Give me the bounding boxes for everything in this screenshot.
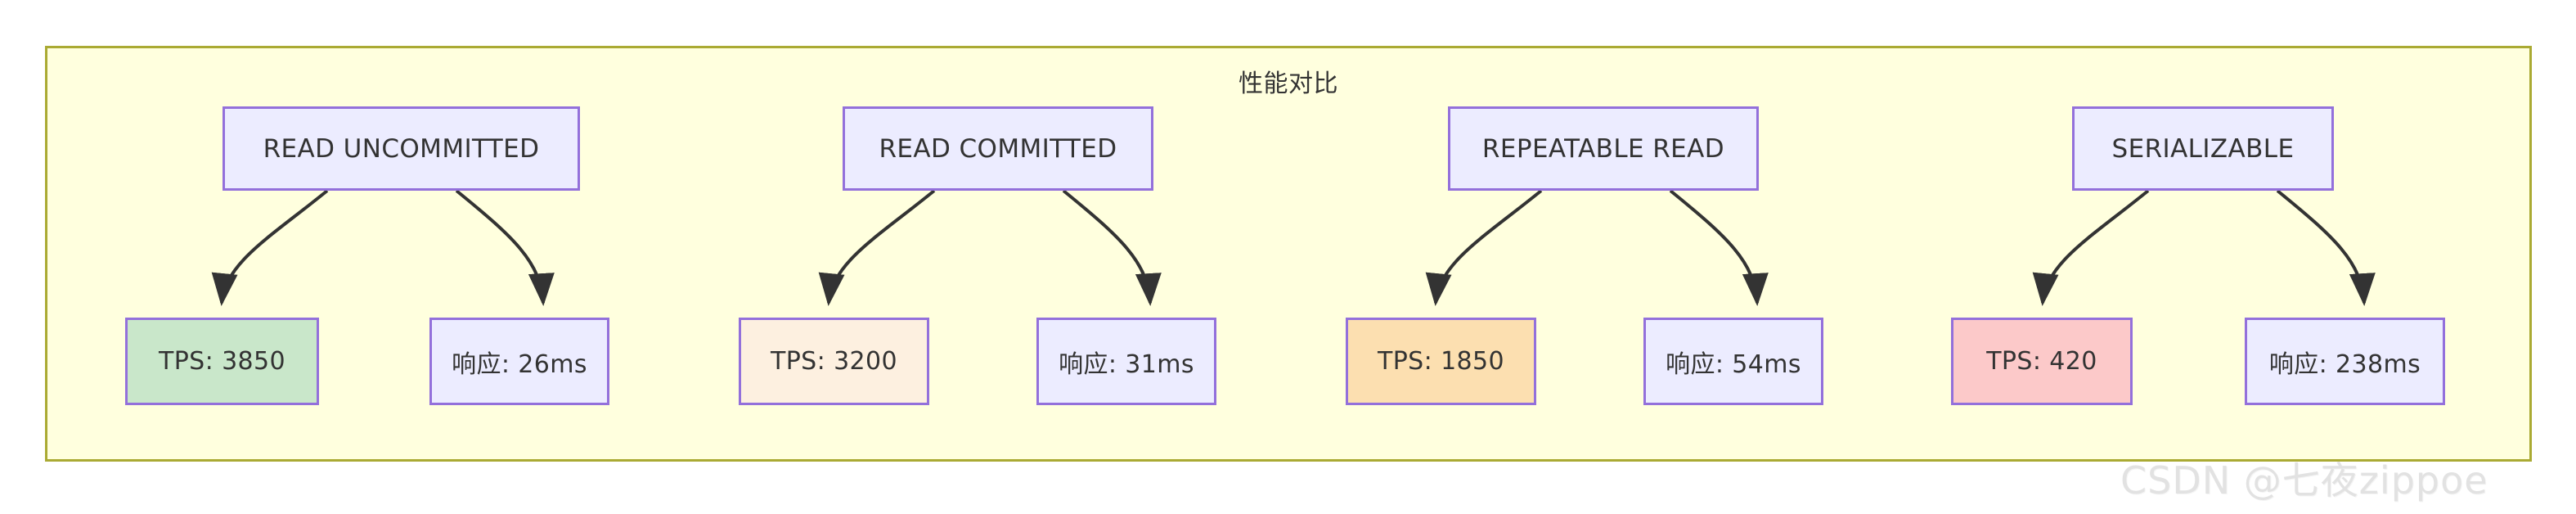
node-read-uncommitted-latency[interactable]: 响应: 26ms — [429, 318, 609, 405]
node-read-uncommitted-tps[interactable]: TPS: 3850 — [125, 318, 319, 405]
node-read-committed[interactable]: READ COMMITTED — [843, 106, 1153, 191]
node-serializable-tps[interactable]: TPS: 420 — [1951, 318, 2133, 405]
node-repeatable-read-latency[interactable]: 响应: 54ms — [1643, 318, 1823, 405]
node-serializable[interactable]: SERIALIZABLE — [2072, 106, 2334, 191]
node-read-committed-tps[interactable]: TPS: 3200 — [739, 318, 929, 405]
node-read-uncommitted[interactable]: READ UNCOMMITTED — [223, 106, 580, 191]
watermark: CSDN @七夜zippoe — [2120, 458, 2488, 503]
subgraph-title: 性能对比 — [1239, 70, 1338, 98]
node-repeatable-read-tps[interactable]: TPS: 1850 — [1346, 318, 1536, 405]
node-serializable-latency[interactable]: 响应: 238ms — [2245, 318, 2445, 405]
node-read-committed-latency[interactable]: 响应: 31ms — [1036, 318, 1216, 405]
node-repeatable-read[interactable]: REPEATABLE READ — [1448, 106, 1759, 191]
